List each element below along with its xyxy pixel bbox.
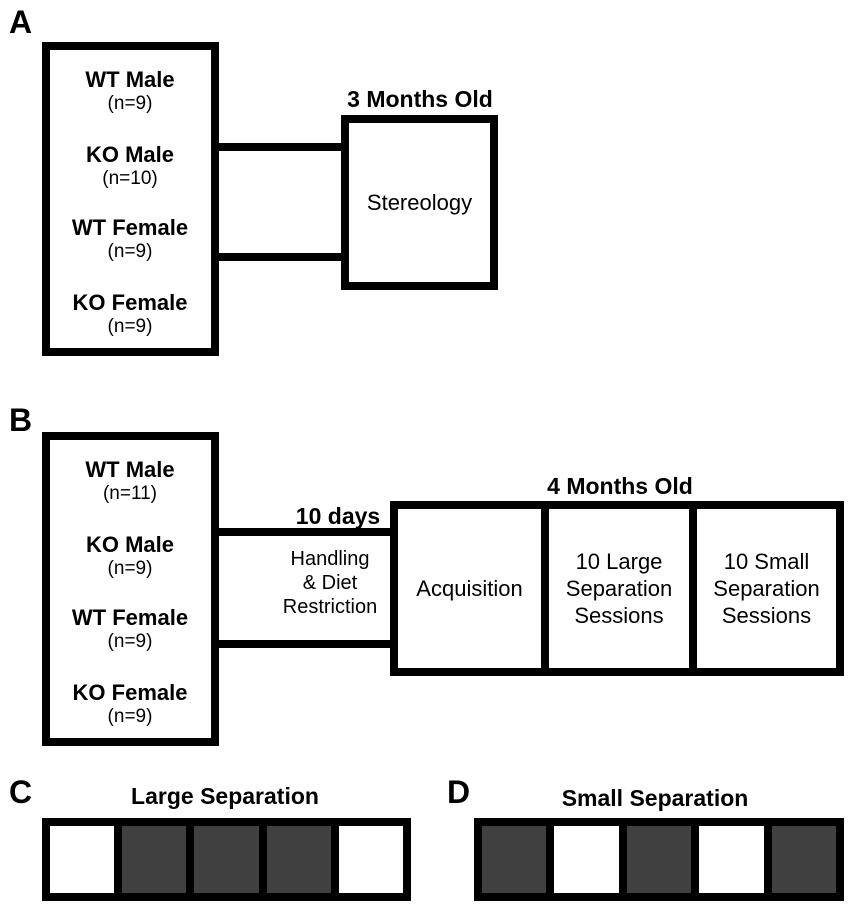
group-ko-female-a: KO Female (n=9) [55,290,205,338]
group-n: (n=9) [107,558,153,579]
group-ko-female-b: KO Female (n=9) [55,680,205,728]
group-name: WT Female [71,215,189,240]
pre-phase-line: & Diet [302,572,358,594]
small-separation-cell-3-dark [626,826,692,893]
small-separation-cell-4-white [699,826,764,893]
stage-large-separation: 10 Large Separation Sessions [549,509,689,668]
group-n: (n=9) [107,706,153,727]
stage-label-line: Sessions [721,603,812,628]
group-n: (n=10) [102,168,158,189]
pre-phase-line: Handling [290,548,370,570]
panel-letter-c: C [9,774,33,810]
title-small-separation: Small Separation [561,785,749,811]
age-label-b: 4 Months Old [547,473,693,499]
small-separation-cell-5-dark [771,826,836,893]
large-separation-cell-1-white [50,826,115,893]
stage-label-line: Sessions [574,603,664,628]
group-n: (n=9) [107,93,153,114]
connector-line [218,253,346,261]
cells-large-separation [42,818,411,901]
group-wt-female-b: WT Female (n=9) [55,605,205,653]
group-n: (n=9) [107,241,153,262]
panel-letter-b: B [9,402,33,438]
connector-line [218,143,346,151]
group-name: KO Male [85,532,175,557]
group-name: KO Female [72,290,188,315]
stage-label-line: 10 Small [723,549,810,574]
group-name: WT Male [85,457,175,482]
title-large-separation: Large Separation [131,783,319,809]
large-separation-cell-2-dark [122,826,187,893]
group-n: (n=9) [107,631,153,652]
large-separation-cell-3-dark [194,826,259,893]
stage-small-separation: 10 Small Separation Sessions [697,509,836,668]
small-separation-cell-1-dark [482,826,547,893]
group-name: KO Male [85,142,175,167]
group-n: (n=9) [107,316,153,337]
age-label-a: 3 Months Old [347,86,493,112]
cells-small-separation [474,818,844,901]
group-n: (n=11) [102,483,158,504]
group-name: KO Female [72,680,188,705]
connector-line [218,640,392,648]
small-separation-cell-2-white [554,826,619,893]
duration-label: 10 days [295,503,381,529]
group-name: WT Male [85,67,175,92]
stage-label: Acquisition [416,576,523,601]
stages-box: Acquisition 10 Large Separation Sessions… [390,501,844,676]
large-separation-cell-4-dark [266,826,331,893]
group-ko-male-a: KO Male (n=10) [55,142,205,190]
stereology-box: Stereology [341,115,498,290]
group-ko-male-b: KO Male (n=9) [55,532,205,580]
stage-divider [689,509,697,668]
stage-label-line: 10 Large [575,549,663,574]
group-wt-male-a: WT Male (n=9) [55,67,205,115]
panel-letter-a: A [9,4,33,40]
connector-line [218,528,392,536]
stage-divider [541,509,549,668]
stage-label-line: Separation [565,576,673,601]
group-wt-female-a: WT Female (n=9) [55,215,205,263]
pre-phase-label: Handling & Diet Restriction [268,547,392,619]
group-wt-male-b: WT Male (n=11) [55,457,205,505]
pre-phase-line: Restriction [282,596,378,618]
panel-letter-d: D [447,774,471,810]
stage-acquisition: Acquisition [398,509,541,668]
large-separation-cell-5-white [338,826,403,893]
groups-box-b: WT Male (n=11) KO Male (n=9) WT Female (… [42,432,219,746]
stage-label-line: Separation [713,576,820,601]
groups-box-a: WT Male (n=9) KO Male (n=10) WT Female (… [42,42,219,356]
group-name: WT Female [71,605,189,630]
procedure-label: Stereology [366,190,473,215]
